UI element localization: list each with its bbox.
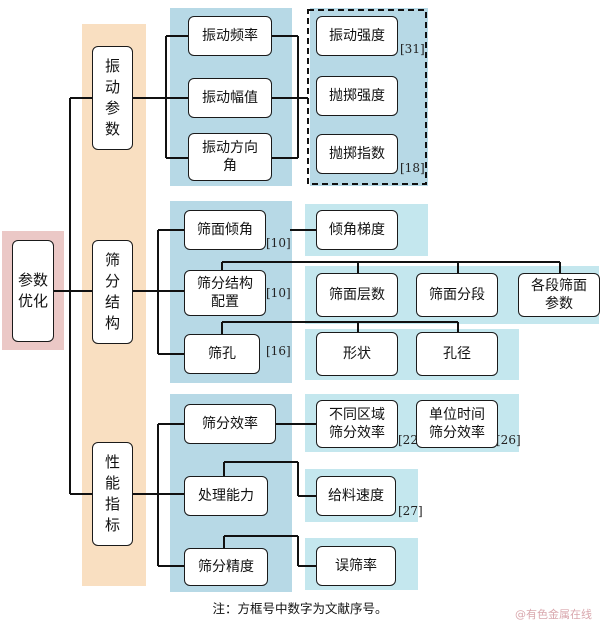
vibration-amplitude-node: 振动幅值 <box>188 78 272 118</box>
screening-efficiency-node: 筛分效率 <box>184 404 276 444</box>
throw-intensity-node: 抛掷强度 <box>316 76 398 116</box>
deck-layers-node: 筛面层数 <box>316 273 398 317</box>
ref-deck-angle: [10] <box>266 236 291 250</box>
ref-feed-speed: [27] <box>398 504 423 518</box>
misplacement-rate-node: 误筛率 <box>316 546 396 586</box>
aperture-size-node: 孔径 <box>416 332 498 376</box>
screening-structure-node: 筛分结构 <box>92 240 133 344</box>
deck-angle-node: 筛面倾角 <box>184 210 266 250</box>
deck-segments-node: 筛面分段 <box>416 273 498 317</box>
zone-efficiency-node: 不同区域筛分效率 <box>316 400 398 448</box>
angle-gradient-node: 倾角梯度 <box>316 210 398 250</box>
unit-time-efficiency-node: 单位时间筛分效率 <box>416 400 498 448</box>
vibration-params-node: 振动参数 <box>92 46 133 150</box>
ref-throw-index: [18] <box>400 161 425 175</box>
segment-params-node: 各段筛面参数 <box>518 273 600 317</box>
footnote: 注：方框号中数字为文献序号。 <box>212 601 388 616</box>
vibration-frequency-node: 振动频率 <box>188 16 272 56</box>
ref-aperture: [16] <box>266 344 291 358</box>
ref-vibration-intensity: [31] <box>400 42 425 56</box>
screening-accuracy-node: 筛分精度 <box>184 548 268 586</box>
performance-index-node: 性能指标 <box>92 442 133 546</box>
screen-configuration-node: 筛分结构配置 <box>184 270 266 316</box>
ref-screen-configuration: [10] <box>266 286 291 300</box>
root-node: 参数优化 <box>12 240 54 342</box>
processing-capacity-node: 处理能力 <box>184 476 268 516</box>
watermark: @有色金属在线 <box>515 608 592 621</box>
aperture-node: 筛孔 <box>184 334 260 374</box>
vibration-direction-angle-node: 振动方向角 <box>188 133 272 181</box>
throw-index-node: 抛掷指数 <box>316 134 398 174</box>
feed-speed-node: 给料速度 <box>316 476 396 516</box>
ref-unit-time-efficiency: [26] <box>496 433 521 447</box>
aperture-shape-node: 形状 <box>316 332 398 376</box>
vibration-intensity-node: 振动强度 <box>316 16 398 56</box>
